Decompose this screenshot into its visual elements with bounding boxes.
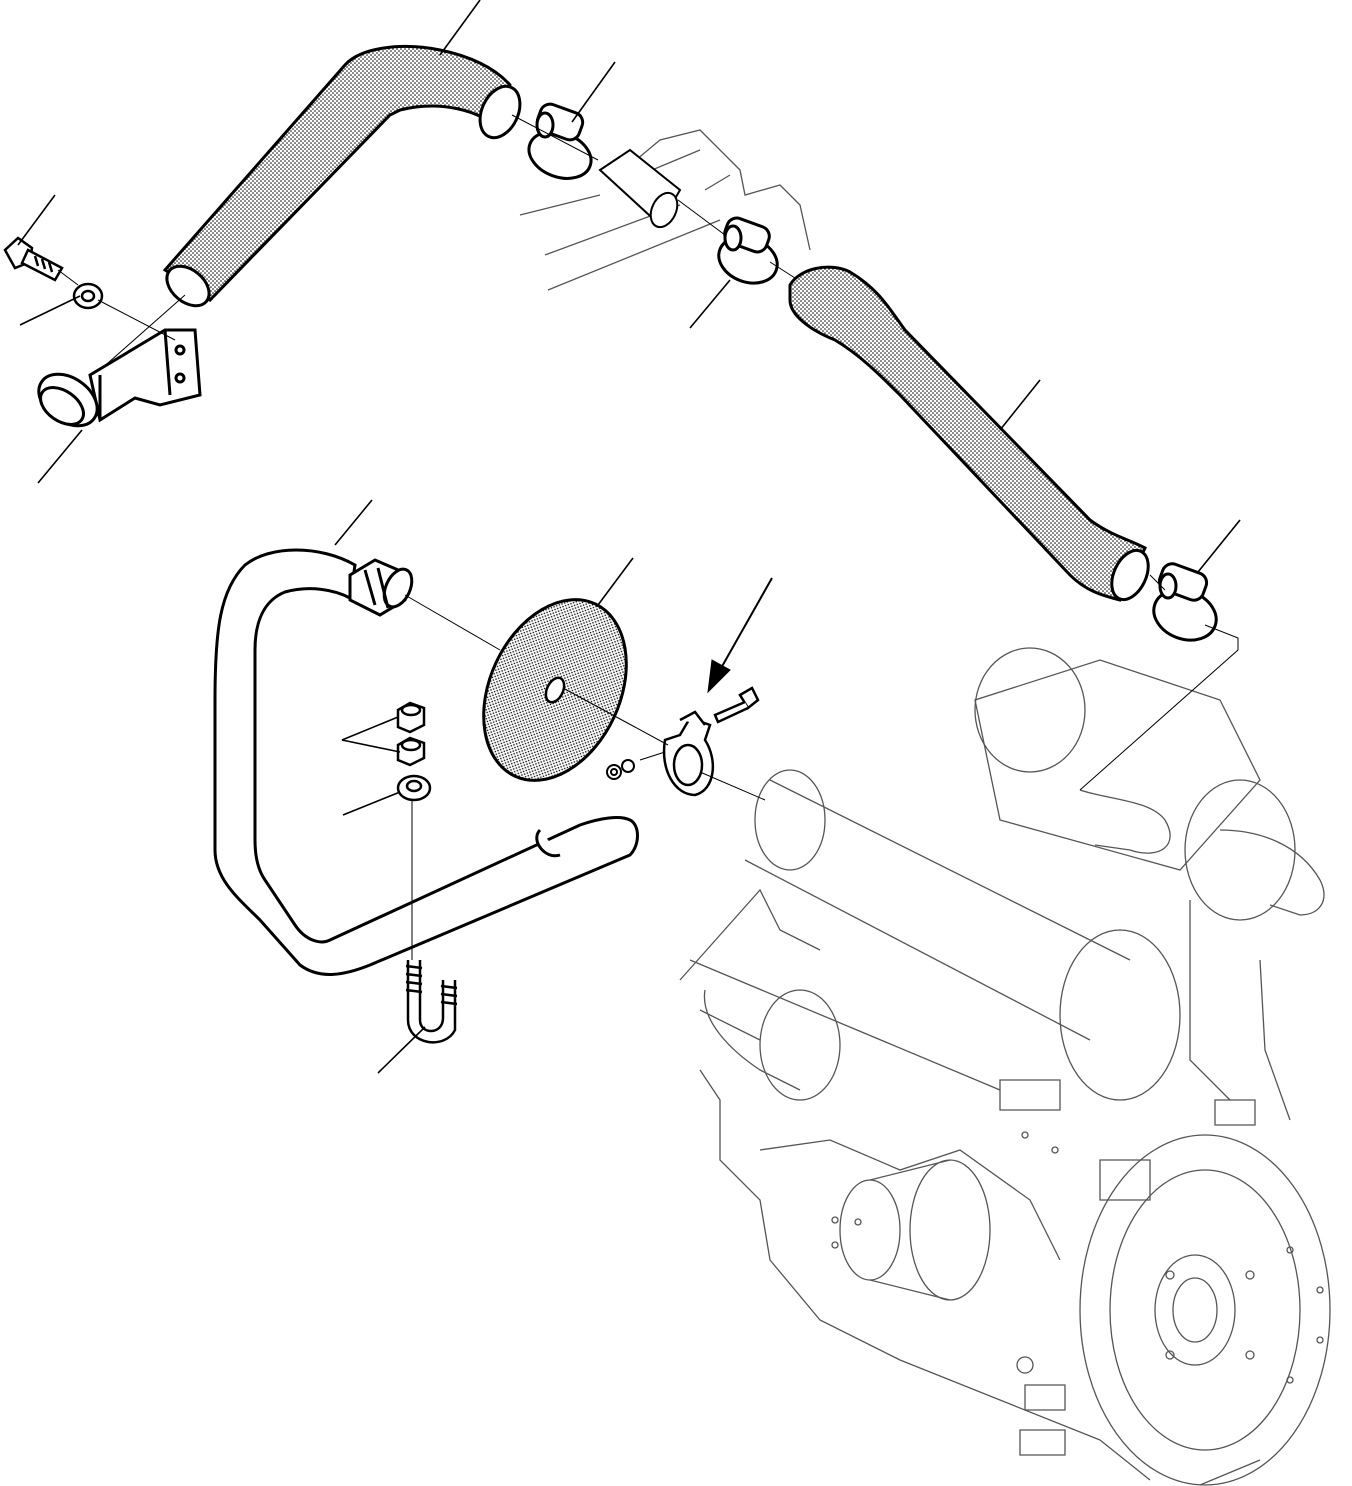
hose-sleeve xyxy=(598,148,682,229)
assembly-lines xyxy=(57,114,1239,960)
bracket-bolt xyxy=(3,236,64,282)
hose-clamp-upper-b xyxy=(717,216,779,285)
hose-sleeve-end xyxy=(348,558,414,617)
leader-lines xyxy=(17,0,1241,1074)
hose-clamp-lower xyxy=(1152,562,1218,642)
hose-clamp-upper-a xyxy=(527,102,593,180)
direction-arrow xyxy=(707,577,773,694)
u-bolt xyxy=(405,960,458,1044)
engine-outline xyxy=(519,129,1331,1486)
lower-hose xyxy=(788,265,1150,602)
washer xyxy=(396,774,432,802)
clamp-nut xyxy=(606,759,635,780)
upper-hose xyxy=(162,45,522,308)
clamp-bolt xyxy=(713,686,760,724)
bracket-washer xyxy=(72,282,104,310)
sealing-disc xyxy=(482,598,628,782)
bent-tube xyxy=(213,548,639,976)
nuts xyxy=(396,701,426,767)
pipe-clamp xyxy=(662,710,715,797)
mounting-bracket xyxy=(37,328,202,428)
